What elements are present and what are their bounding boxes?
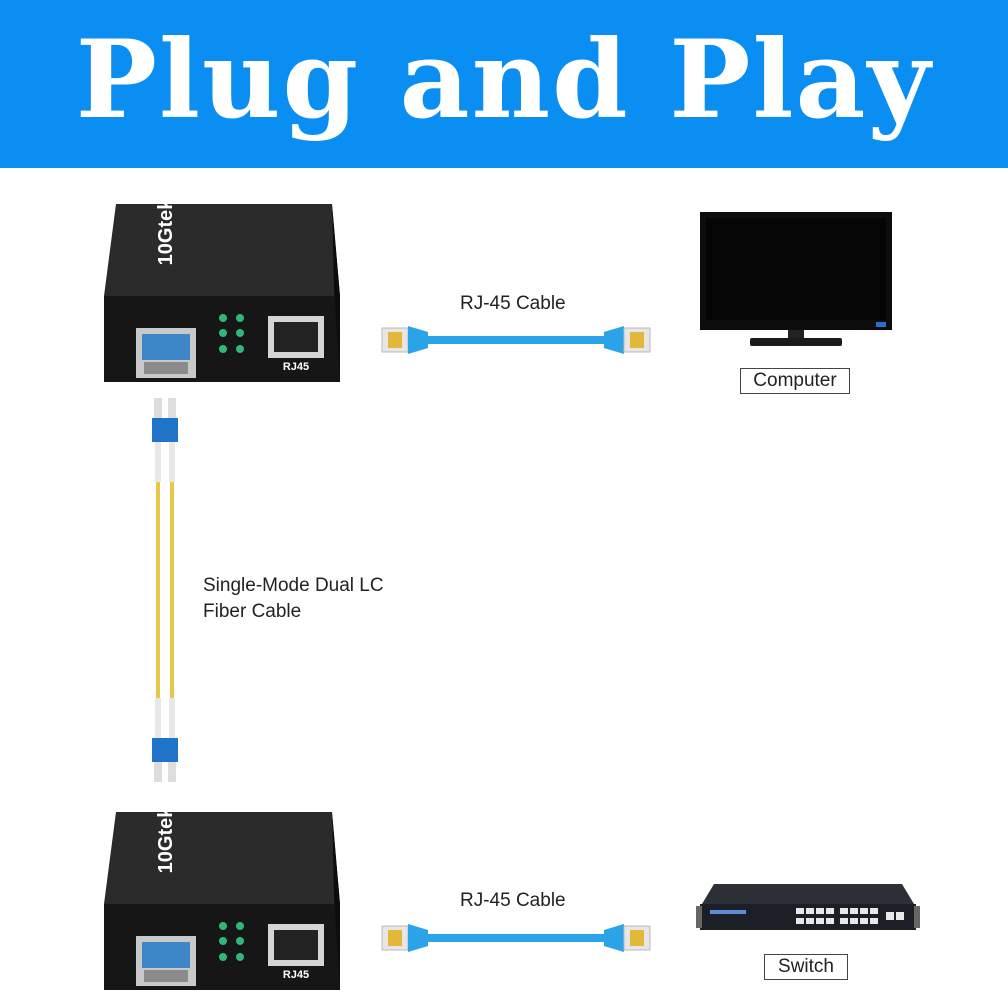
media-converter-top: 10Gtek RJ45	[104, 200, 340, 382]
status-leds	[219, 314, 244, 353]
status-leds	[219, 922, 244, 961]
port-label: RJ45	[283, 361, 309, 373]
fiber-label-line1: Single-Mode Dual LC	[203, 575, 384, 596]
media-converter-bottom: 10Gtek RJ45	[104, 808, 340, 990]
cable-label-bottom: RJ-45 Cable	[460, 890, 566, 911]
header-banner: Plug and Play	[0, 0, 1008, 168]
page-title: Plug and Play	[75, 17, 933, 143]
brand-logo: 10Gtek	[155, 200, 177, 265]
network-switch-icon	[696, 884, 920, 930]
brand-logo: 10Gtek	[155, 808, 177, 873]
rj45-cable-bottom	[381, 924, 651, 952]
fiber-label-line2: Fiber Cable	[203, 601, 302, 622]
switch-label: Switch	[764, 954, 848, 980]
rj45-cable-top	[381, 326, 651, 354]
computer-monitor-icon	[700, 212, 892, 346]
cable-label-top: RJ-45 Cable	[460, 293, 566, 314]
fiber-cable	[152, 398, 178, 782]
computer-label: Computer	[740, 368, 850, 394]
port-label: RJ45	[283, 969, 309, 981]
